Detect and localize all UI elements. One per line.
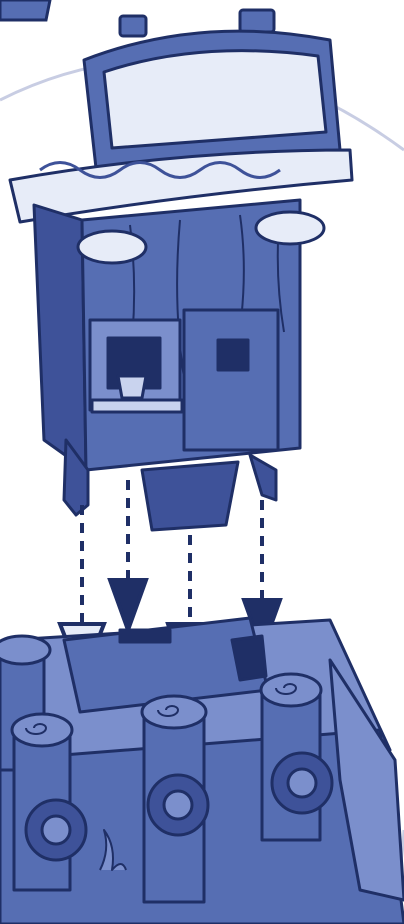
roof-awning (8, 148, 354, 224)
sign-peg-left (118, 14, 148, 38)
sign-peg-right (238, 8, 276, 34)
log-center-top (140, 694, 208, 730)
socket-slot (118, 628, 172, 644)
door-window (216, 338, 250, 372)
base-rock (328, 658, 404, 902)
corner-fragment (0, 0, 52, 22)
log-left-back-top (0, 634, 52, 666)
wheel-center-hub (162, 789, 194, 821)
counter-ledge (90, 398, 184, 414)
wheel-right-hub (286, 767, 318, 799)
socket-corner (230, 634, 268, 682)
wheel-left-hub (40, 814, 72, 846)
log-left-front-top (10, 712, 74, 748)
lamp-right (254, 210, 326, 246)
lamp-left (76, 229, 148, 265)
counter-cup (116, 374, 148, 400)
connector-block (140, 460, 240, 532)
kiosk-booth (8, 8, 354, 532)
booth-leg-right (248, 453, 278, 502)
roof-scallop (39, 161, 281, 179)
log-base (0, 616, 404, 924)
sign-panel (102, 49, 328, 150)
booth-door (182, 308, 280, 452)
log-right-top (259, 672, 323, 708)
plant-detail (99, 829, 127, 871)
arrow-2-head (107, 578, 149, 636)
